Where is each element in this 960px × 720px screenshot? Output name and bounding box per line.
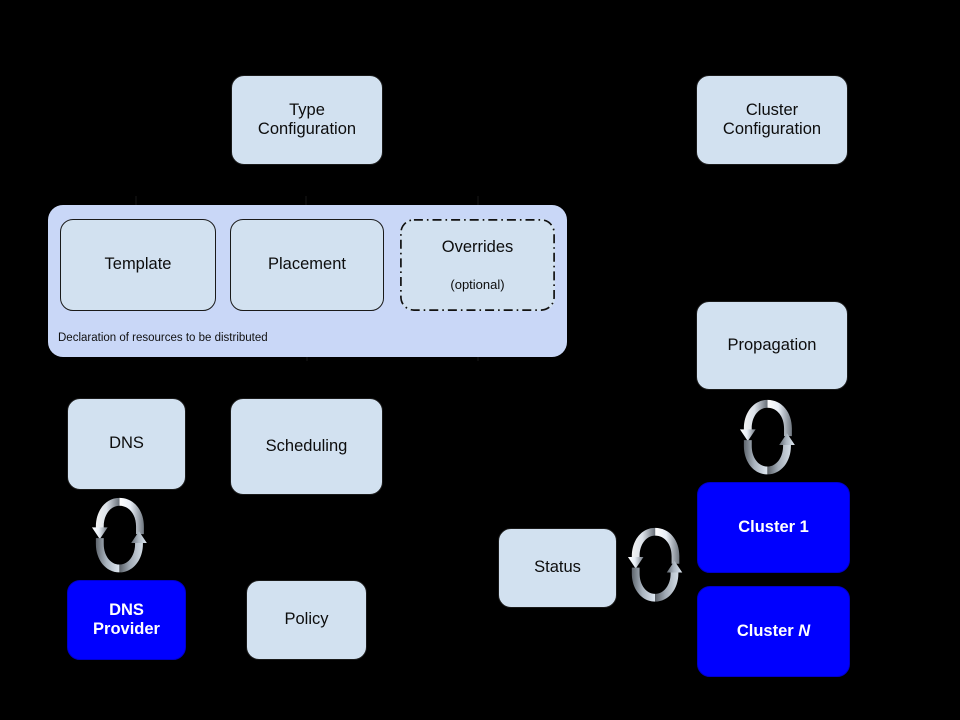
node-type-configuration[interactable]: Type Configuration	[231, 75, 383, 165]
node-cluster-n[interactable]: Cluster N	[697, 586, 850, 677]
node-overrides-sublabel: (optional)	[450, 276, 505, 292]
node-propagation[interactable]: Propagation	[696, 301, 848, 390]
node-cluster-configuration[interactable]: Cluster Configuration	[696, 75, 848, 165]
node-placement[interactable]: Placement	[230, 219, 384, 311]
panel-caption: Declaration of resources to be distribut…	[58, 332, 268, 344]
node-overrides[interactable]: Overrides (optional)	[400, 219, 555, 311]
node-scheduling[interactable]: Scheduling	[230, 398, 383, 495]
node-status[interactable]: Status	[498, 528, 617, 608]
node-dns-provider[interactable]: DNS Provider	[67, 580, 186, 660]
bidirectional-sync-icon-status	[627, 527, 683, 602]
node-cluster-1[interactable]: Cluster 1	[697, 482, 850, 573]
bidirectional-sync-icon-dns	[91, 497, 147, 573]
bidirectional-sync-icon-propagation	[739, 399, 795, 475]
node-overrides-label: Overrides	[441, 237, 514, 256]
node-dns[interactable]: DNS	[67, 398, 186, 490]
node-cluster-n-emphasis: N	[798, 621, 811, 640]
node-cluster-n-prefix: Cluster	[736, 621, 799, 640]
node-template[interactable]: Template	[60, 219, 216, 311]
node-policy[interactable]: Policy	[246, 580, 367, 660]
